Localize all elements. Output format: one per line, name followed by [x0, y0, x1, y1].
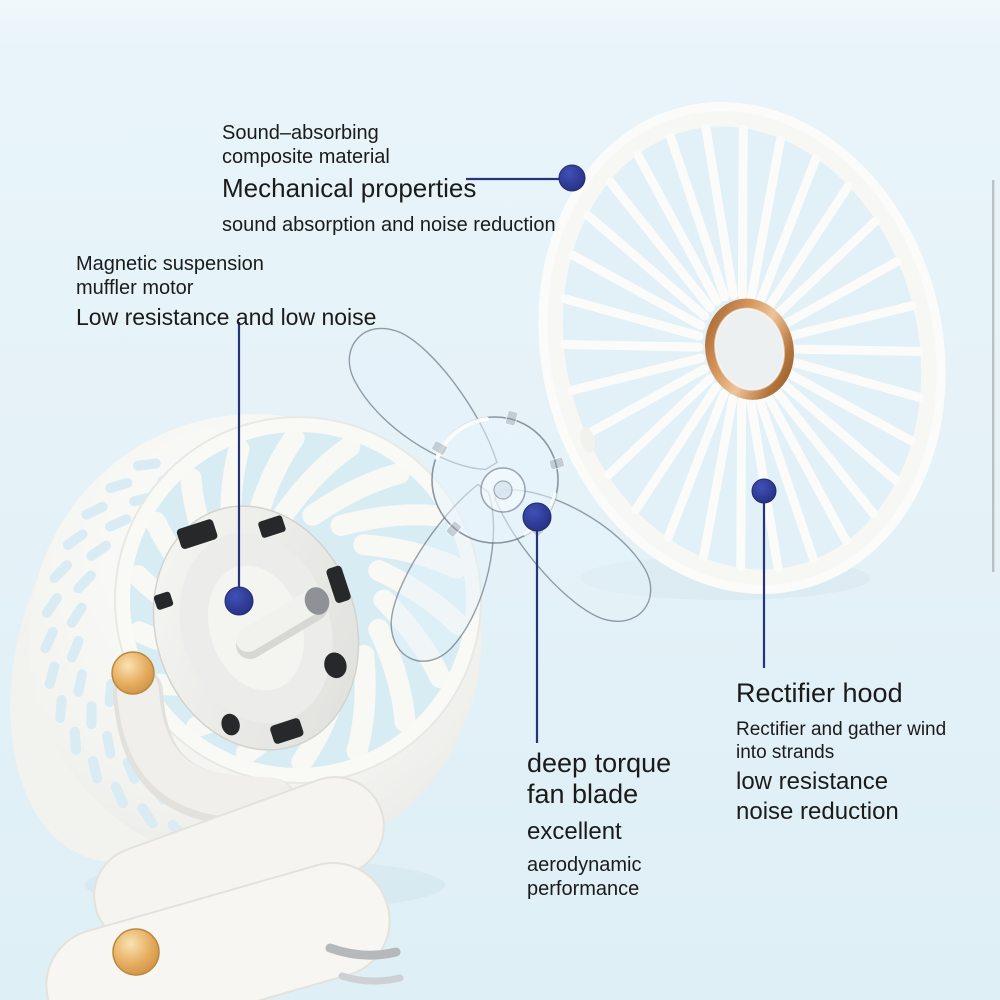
- annotation-line: composite material: [222, 146, 390, 169]
- grille-spokes: [518, 91, 965, 606]
- callout-dot-motor-icon: [224, 586, 254, 616]
- annotation-line: performance: [527, 878, 640, 901]
- gold-knob-pivot: [111, 651, 155, 695]
- annotation-title: deep torque: [527, 748, 672, 778]
- annotation-subtitle: sound absorption and noise reduction: [222, 213, 556, 236]
- annotation-blade: deep torque fan blade excellent aerodyna…: [527, 748, 671, 901]
- fan-blade-illustration: [348, 327, 652, 662]
- annotation-motor: Magnetic suspension muffler motor Low re…: [76, 252, 376, 331]
- annotation-line: aerodynamic: [527, 853, 642, 876]
- callout-dots: [224, 164, 777, 616]
- annotation-subtitle: noise reduction: [736, 797, 899, 825]
- clip-base-illustration: [45, 667, 404, 1000]
- annotation-line: Sound–absorbing: [222, 122, 379, 144]
- annotation-title: Rectifier hood: [736, 678, 903, 708]
- annotation-title: fan blade: [527, 779, 639, 810]
- rear-grille-illustration: [518, 91, 965, 606]
- annotation-subtitle: excellent: [527, 817, 622, 845]
- motor-vent-slots: [153, 515, 351, 744]
- annotation-title: Low resistance and low noise: [76, 303, 377, 330]
- gold-knob-clip: [112, 928, 160, 976]
- annotation-subtitle: low resistance: [736, 767, 889, 795]
- annotation-mechanical: Sound–absorbing composite material Mecha…: [222, 121, 556, 237]
- annotation-line: muffler motor: [76, 277, 194, 300]
- annotation-rectifier: Rectifier hood Rectifier and gather wind…: [736, 678, 946, 827]
- annotation-line: Rectifier and gather wind: [736, 719, 947, 741]
- clip-spring-lower: [338, 972, 404, 985]
- copper-ring: [705, 298, 794, 400]
- motor-shaft-tip: [304, 587, 330, 615]
- right-edge-line: [992, 180, 995, 572]
- callout-dot-rectifier-icon: [751, 478, 777, 504]
- blade-hub-center: [493, 480, 513, 500]
- motor-shaft: [236, 590, 324, 652]
- callout-lines: [237, 177, 766, 743]
- callout-dot-blade-icon: [522, 502, 552, 532]
- annotation-line: into strands: [736, 742, 835, 764]
- callout-dot-mechanical-icon: [558, 164, 586, 192]
- grille-rim-tab: [580, 427, 596, 453]
- blade-hub-notches: [431, 410, 565, 538]
- clip-spring: [325, 943, 401, 960]
- annotation-title: Mechanical properties: [222, 172, 477, 203]
- annotation-line: Magnetic suspension: [76, 253, 264, 275]
